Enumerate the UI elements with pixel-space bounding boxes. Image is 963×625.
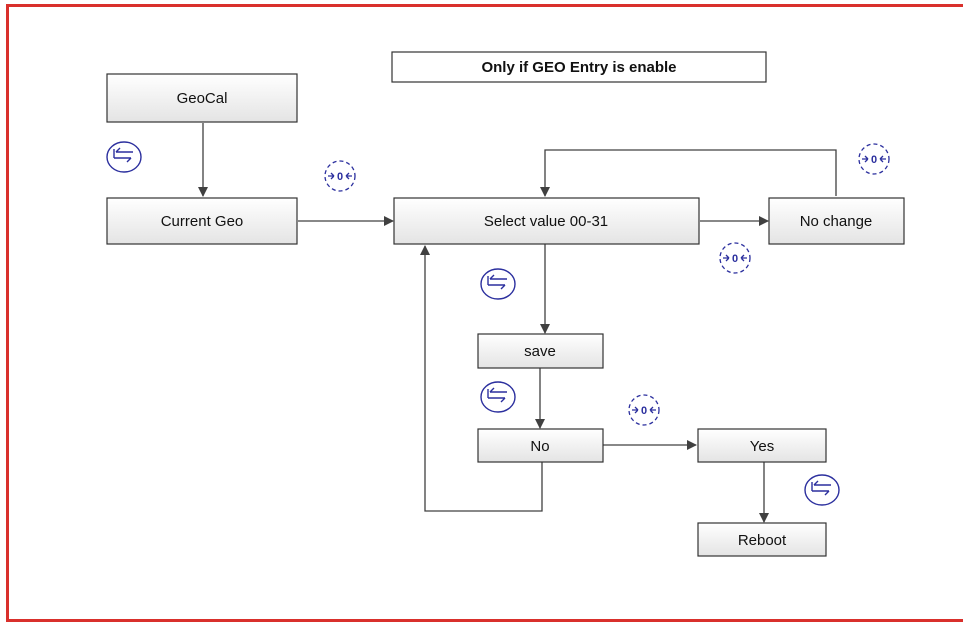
arrow-no-change-back-to-select (540, 149, 837, 197)
node-yes-label: Yes (750, 438, 774, 455)
node-no-change-label: No change (800, 213, 873, 230)
banner-text: Only if GEO Entry is enable (481, 59, 676, 76)
node-reboot-label: Reboot (738, 532, 787, 549)
rotate-icon (804, 474, 840, 506)
banner: Only if GEO Entry is enable (391, 51, 767, 83)
svg-text:0: 0 (732, 253, 738, 265)
zero-icon: 0 (628, 394, 660, 426)
node-current-geo-label: Current Geo (161, 213, 244, 230)
node-save-label: save (524, 343, 556, 360)
zero-icon: 0 (324, 160, 356, 192)
rotate-icon (480, 268, 516, 300)
arrow-no-back-to-select (420, 245, 543, 512)
zero-icon: 0 (719, 242, 751, 274)
node-no-label: No (530, 438, 549, 455)
rotate-icon (106, 141, 142, 173)
node-select-value: Select value 00-31 (393, 197, 700, 245)
svg-text:0: 0 (641, 405, 647, 417)
zero-icon: 0 (858, 143, 890, 175)
node-select-value-label: Select value 00-31 (484, 213, 608, 230)
svg-text:0: 0 (337, 171, 343, 183)
diagram-frame (6, 4, 963, 622)
node-geocal-label: GeoCal (177, 90, 228, 107)
node-no: No (477, 428, 604, 463)
node-no-change: No change (768, 197, 905, 245)
node-save: save (477, 333, 604, 369)
node-yes: Yes (697, 428, 827, 463)
rotate-icon (480, 381, 516, 413)
connectors (198, 123, 837, 523)
svg-text:0: 0 (871, 154, 877, 166)
node-current-geo: Current Geo (106, 197, 298, 245)
node-geocal: GeoCal (106, 73, 298, 123)
node-reboot: Reboot (697, 522, 827, 557)
